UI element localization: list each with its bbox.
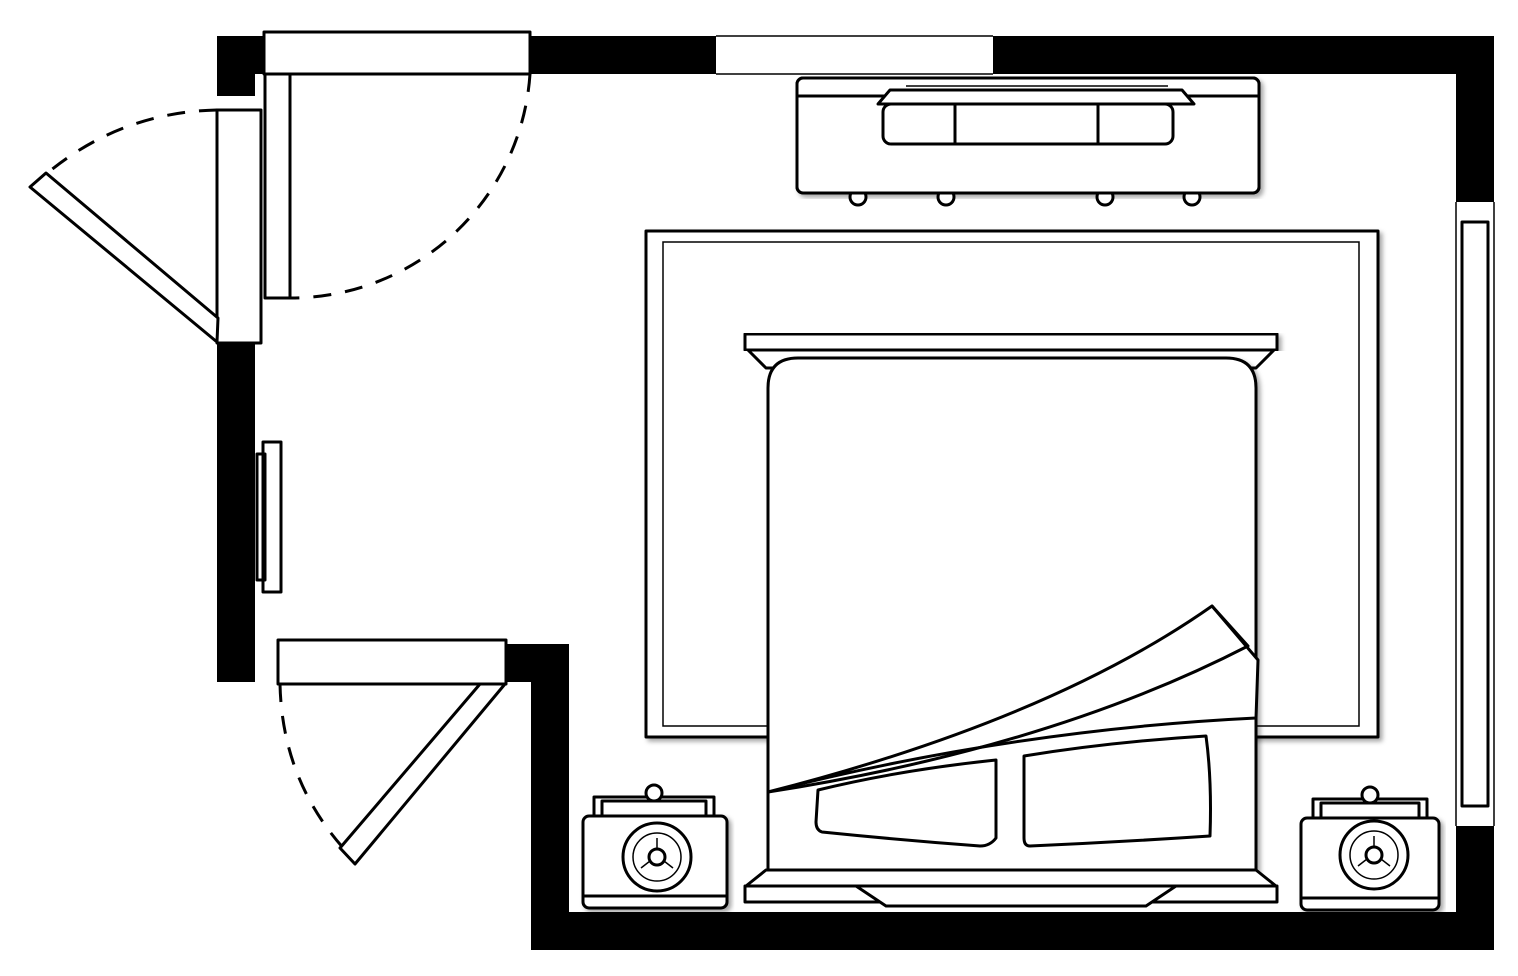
dresser (795, 76, 1261, 207)
bed (743, 332, 1279, 908)
wall-segment (217, 36, 255, 96)
door-bottom-left (276, 638, 508, 866)
wall-segment (530, 36, 716, 74)
duvet-fold (766, 604, 1260, 794)
wall-segment (1456, 36, 1494, 202)
pillow-left (814, 758, 998, 848)
door-swing-arc (289, 73, 532, 300)
wall-segment (531, 644, 569, 950)
nightstand-left (581, 783, 729, 910)
pillow-right (1022, 734, 1212, 848)
walls (217, 36, 1494, 950)
wall-segment (531, 912, 1494, 950)
wall-segment (506, 644, 569, 682)
wall-segment (993, 36, 1494, 74)
window-top (716, 35, 993, 75)
door-swing-arc (278, 683, 347, 852)
dresser-tv (876, 88, 1196, 106)
bed-footboard (743, 868, 1279, 908)
dresser-tv-stand (881, 102, 1175, 146)
door-leaf (338, 682, 507, 866)
door-leaf (28, 171, 220, 344)
wall-tv (255, 440, 283, 594)
window-right (1455, 202, 1495, 826)
door-top-left (28, 30, 532, 345)
nightstand-right (1299, 785, 1441, 912)
door-swing-arc (44, 108, 218, 177)
wall-segment (217, 342, 255, 682)
